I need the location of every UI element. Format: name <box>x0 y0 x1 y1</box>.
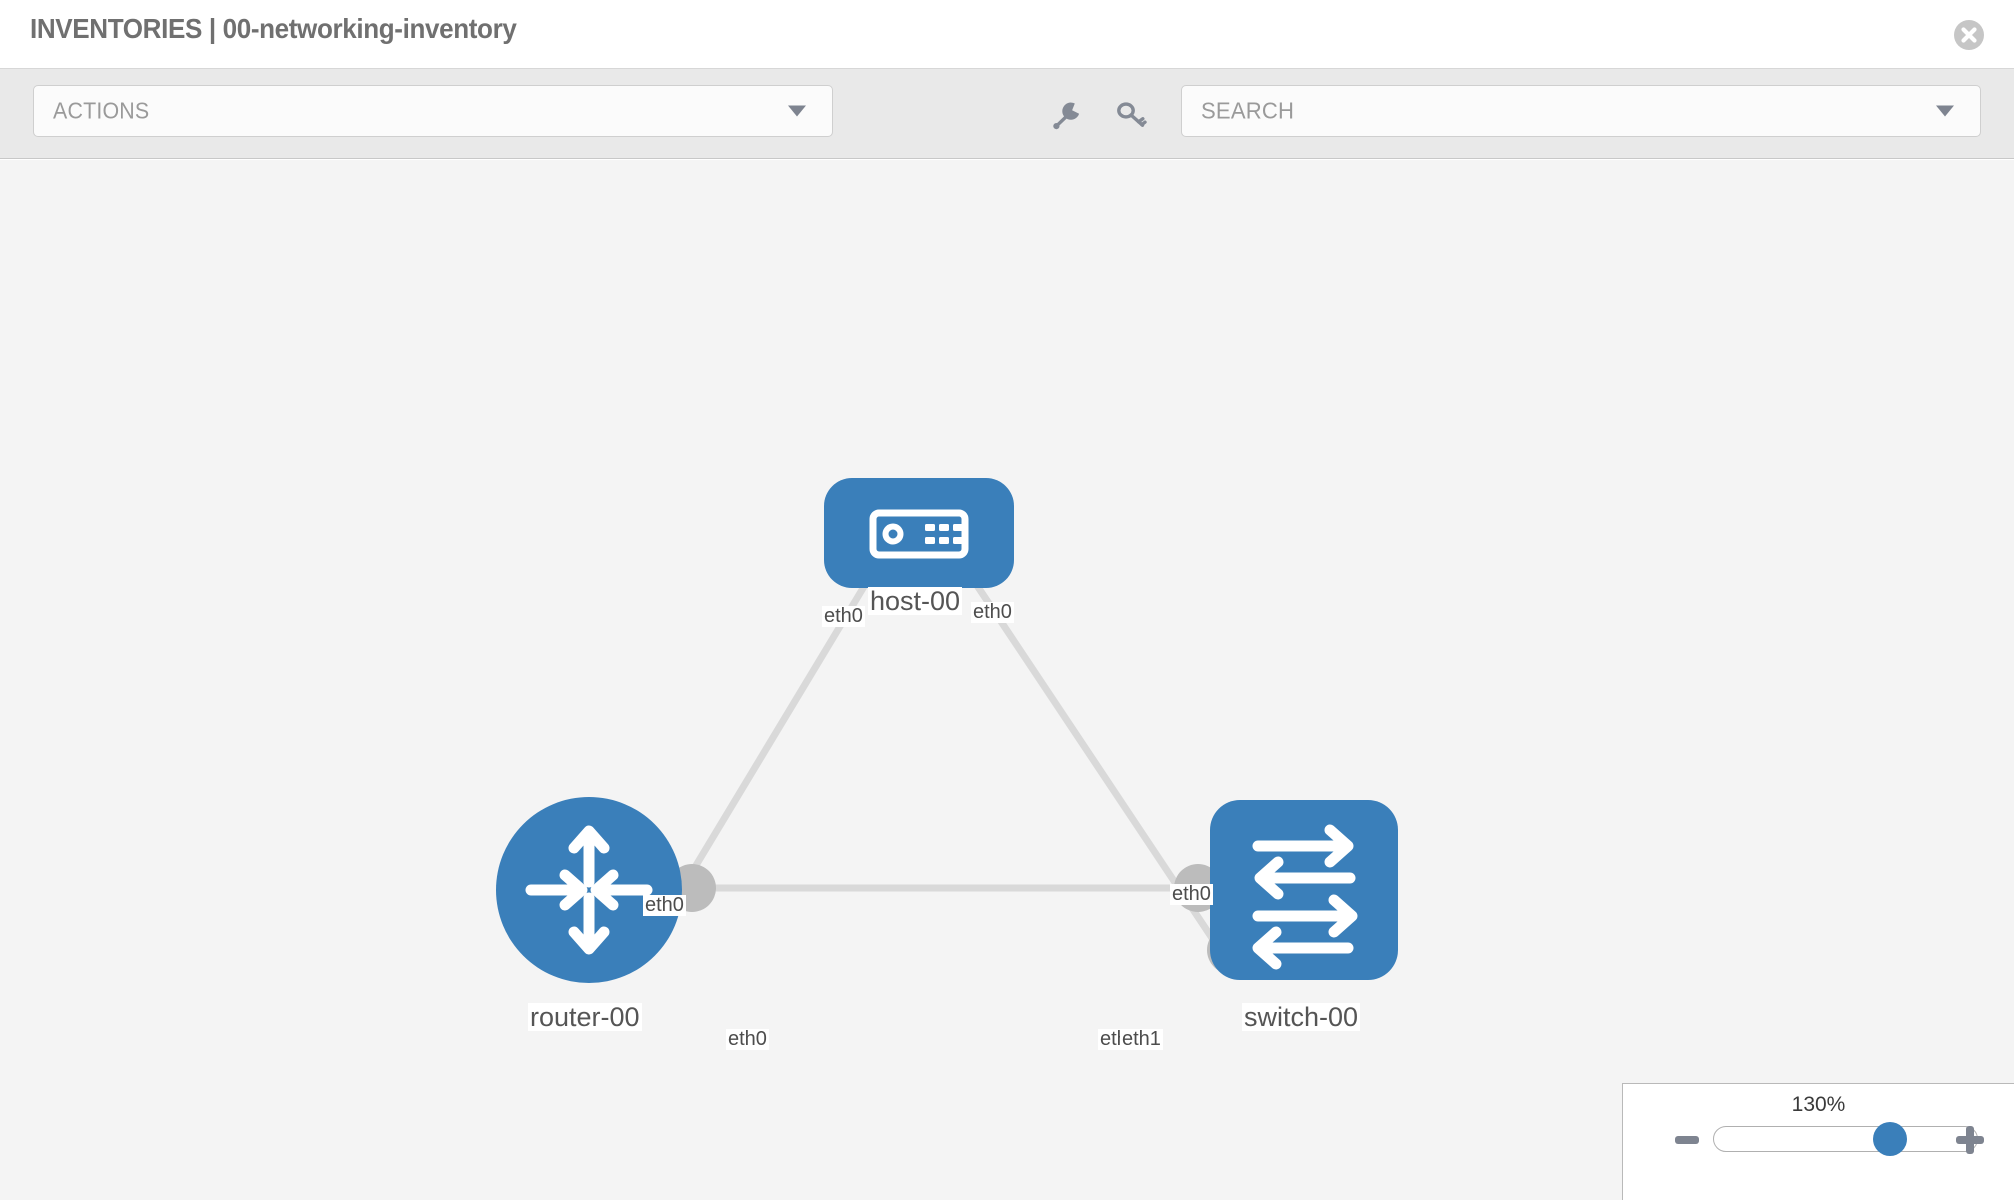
node-label-host: host-00 <box>868 586 963 616</box>
key-icon[interactable] <box>1113 97 1149 133</box>
switch-arrows-icon <box>1252 824 1358 970</box>
zoom-slider[interactable] <box>1713 1122 1978 1156</box>
iface-label: eth1 <box>1120 1028 1163 1050</box>
node-router-00 <box>496 797 682 983</box>
node-switch-00 <box>1210 800 1398 980</box>
iface-label: eth0 <box>726 1028 769 1050</box>
topology-graph <box>496 478 1398 983</box>
iface-label: eth0 <box>1170 883 1213 905</box>
iface-label: eth0 <box>971 601 1014 623</box>
iface-label: eth0 <box>822 605 865 627</box>
page-title: INVENTORIES | 00-networking-inventory <box>30 13 517 44</box>
zoom-level-value: 130% <box>1791 1093 1846 1116</box>
topology-links <box>642 558 1223 952</box>
zoom-slider-handle[interactable] <box>1873 1122 1908 1156</box>
topology-canvas[interactable]: host-00 router-00 switch-00 eth0 eth0 et… <box>0 160 2014 1200</box>
node-label-switch: switch-00 <box>1242 1002 1361 1032</box>
search-input[interactable]: SEARCH <box>1181 85 1981 137</box>
wrench-icon[interactable] <box>1049 97 1085 133</box>
zoom-in-button[interactable] <box>1956 1126 1984 1154</box>
actions-dropdown-label: ACTIONS <box>53 97 150 124</box>
zoom-out-button[interactable] <box>1675 1136 1699 1144</box>
node-label-router: router-00 <box>528 1002 642 1032</box>
node-host-00 <box>824 478 1014 588</box>
close-icon[interactable] <box>1954 20 1984 50</box>
chevron-down-icon[interactable] <box>1936 105 1954 117</box>
server-icon <box>869 509 969 559</box>
chevron-down-icon <box>788 105 806 117</box>
actions-dropdown[interactable]: ACTIONS <box>33 85 833 137</box>
router-arrows-icon <box>525 825 653 955</box>
zoom-control-panel: 130% <box>1622 1083 2014 1200</box>
iface-label: eth0 <box>643 894 686 916</box>
search-placeholder: SEARCH <box>1201 97 1295 124</box>
page-header: INVENTORIES | 00-networking-inventory <box>0 0 2014 69</box>
